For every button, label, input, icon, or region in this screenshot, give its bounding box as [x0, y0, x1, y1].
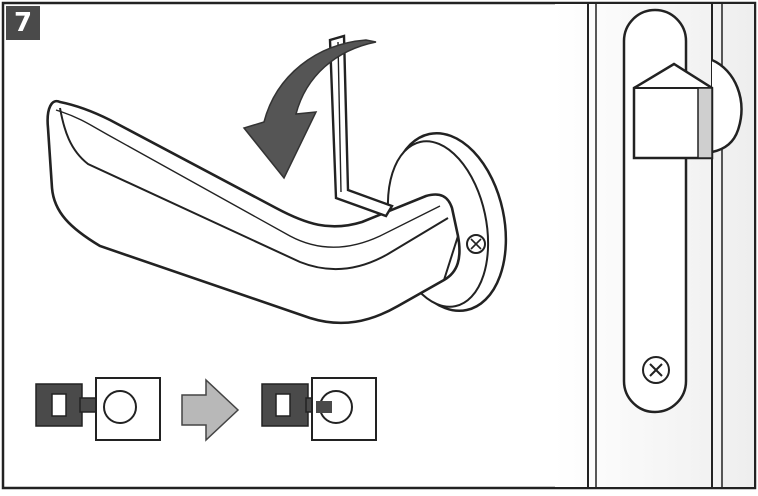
handle-back-edge [711, 58, 743, 154]
lock-circle-icon [103, 390, 137, 424]
plate-screw-icon [642, 356, 670, 384]
key-state-before [35, 377, 161, 441]
rotation-arrow-icon [242, 39, 377, 180]
rosette-screw-icon [466, 234, 486, 254]
key-state-after [261, 377, 377, 441]
door-edge [555, 4, 754, 487]
step-number-badge: 7 [6, 6, 40, 40]
lever-handle [46, 99, 461, 325]
transition-arrow-icon [181, 378, 240, 442]
spindle-block [632, 62, 714, 160]
allen-key-icon [328, 34, 394, 218]
